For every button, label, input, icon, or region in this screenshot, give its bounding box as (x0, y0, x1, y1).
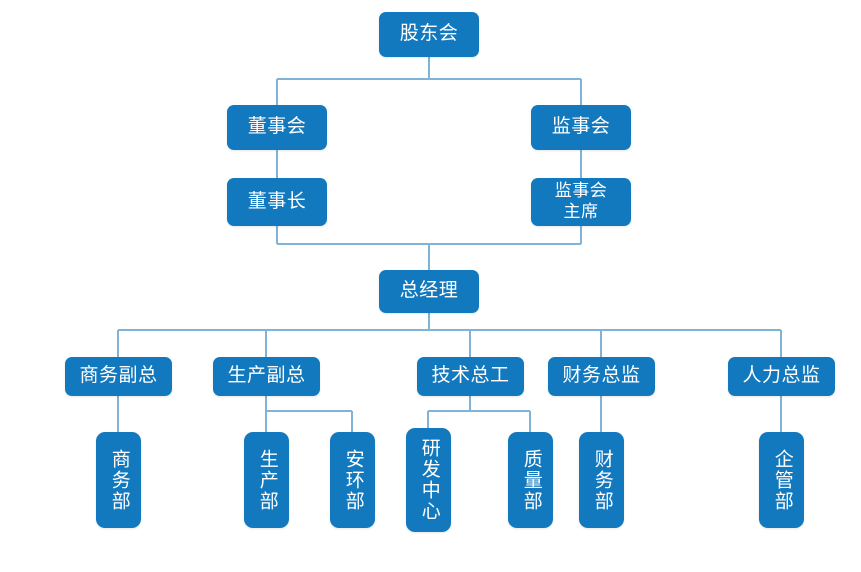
node-label: 商务副总 (79, 365, 158, 387)
node-supervisor-chairman[interactable]: 监事会 主席 (531, 178, 631, 226)
node-general-manager[interactable]: 总经理 (379, 270, 479, 313)
node-label: 监事会 (551, 116, 611, 138)
node-label: 董事会 (247, 116, 307, 138)
node-quality-dept[interactable]: 质量部 (508, 432, 553, 528)
node-label: 董事长 (247, 190, 307, 212)
node-label: 股东会 (399, 23, 459, 45)
node-chief-engineer[interactable]: 技术总工 (417, 357, 524, 396)
node-label: 财务部 (591, 448, 613, 512)
node-hr-director[interactable]: 人力总监 (728, 357, 835, 396)
node-board-of-directors[interactable]: 董事会 (227, 105, 327, 150)
node-label: 财务总监 (562, 365, 641, 387)
node-label: 生产副总 (227, 365, 306, 387)
node-label: 技术总工 (431, 365, 510, 387)
node-label: 总经理 (399, 280, 459, 302)
node-finance-director[interactable]: 财务总监 (548, 357, 655, 396)
node-label: 监事会 主席 (554, 181, 608, 221)
node-label: 质量部 (520, 448, 542, 512)
node-label: 人力总监 (742, 365, 821, 387)
node-finance-dept[interactable]: 财务部 (579, 432, 624, 528)
node-label: 研发中心 (418, 438, 440, 522)
node-safety-env-dept[interactable]: 安环部 (330, 432, 375, 528)
node-board-of-supervisors[interactable]: 监事会 (531, 105, 631, 150)
node-production-vp[interactable]: 生产副总 (213, 357, 320, 396)
node-label: 企管部 (771, 448, 793, 512)
node-label: 生产部 (256, 448, 278, 512)
node-shareholders-meeting[interactable]: 股东会 (379, 12, 479, 57)
node-enterprise-mgmt-dept[interactable]: 企管部 (759, 432, 804, 528)
node-label: 商务部 (108, 448, 130, 512)
node-business-dept[interactable]: 商务部 (96, 432, 141, 528)
node-rd-center[interactable]: 研发中心 (406, 428, 451, 532)
node-production-dept[interactable]: 生产部 (244, 432, 289, 528)
node-chairman[interactable]: 董事长 (227, 178, 327, 226)
node-business-vp[interactable]: 商务副总 (65, 357, 172, 396)
node-label: 安环部 (342, 448, 364, 512)
